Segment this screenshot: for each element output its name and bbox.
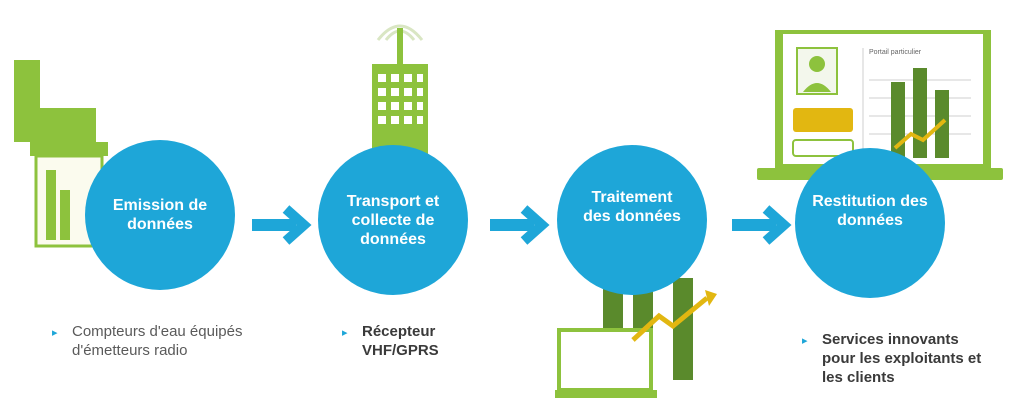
caption-emission: ▸ Compteurs d'eau équipés d'émetteurs ra… [52, 322, 312, 360]
flow-arrow-icon [732, 205, 792, 245]
step-circle-restitution: Restitution des données [795, 148, 945, 298]
bullet-arrow-icon: ▸ [52, 327, 58, 339]
caption-transport: ▸ Récepteur VHF/GPRS [342, 322, 502, 360]
step-label-emission: Emission de données [112, 197, 208, 233]
caption-restitution-text: Services innovants pour les exploitants … [822, 331, 982, 386]
flow-arrow-icon [490, 205, 550, 245]
step-label-restitution: Restitution des données [812, 193, 928, 229]
caption-transport-text: Récepteur VHF/GPRS [362, 323, 439, 359]
caption-emission-text: Compteurs d'eau équipés d'émetteurs radi… [72, 323, 243, 359]
antenna-building-icon [372, 24, 428, 168]
step-label-transport: Transport et collecte de données [346, 192, 440, 248]
bullet-arrow-icon: ▸ [342, 327, 348, 339]
bullet-arrow-icon: ▸ [802, 335, 808, 347]
step-circle-traitement: Traitement des données [557, 145, 707, 295]
web-portal-icon: Portail particulier [757, 30, 1003, 180]
step-circle-emission: Emission de données [85, 140, 235, 290]
portal-title: Portail particulier [869, 49, 922, 56]
step-circle-transport: Transport et collecte de données [318, 145, 468, 295]
caption-restitution: ▸ Services innovants pour les exploitant… [802, 330, 1010, 387]
laptop-chart-icon [555, 270, 717, 398]
flow-arrow-icon [252, 205, 312, 245]
step-label-traitement: Traitement des données [583, 189, 681, 225]
